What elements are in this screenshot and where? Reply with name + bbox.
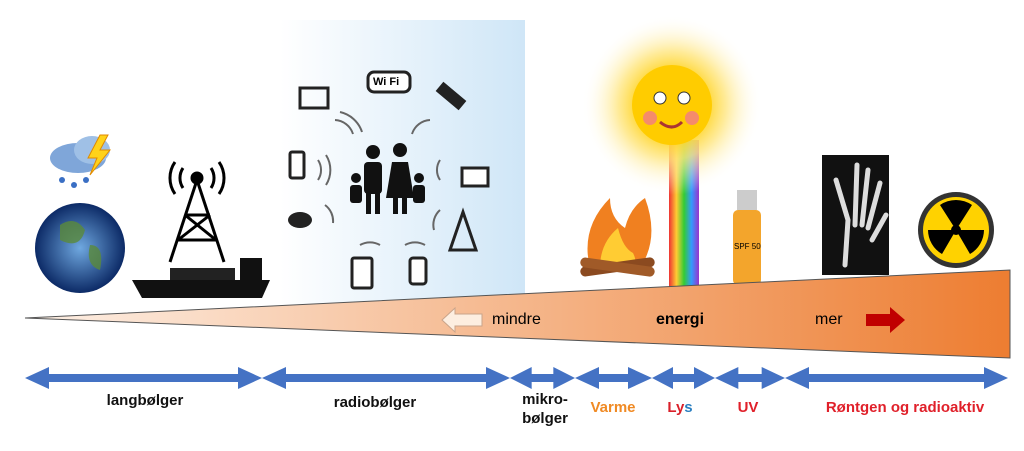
- less-label: mindre: [492, 311, 541, 328]
- antenna-icon: [447, 207, 479, 252]
- band-varme: Varme: [590, 399, 636, 416]
- mikro-line1: mikro-: [522, 391, 568, 408]
- ship-icon: [132, 258, 270, 298]
- band-arrow-4: [652, 367, 715, 389]
- band-arrow-3: [575, 367, 652, 389]
- handheld-icon: [350, 256, 374, 290]
- radio-icon: [460, 166, 490, 188]
- spf-text: SPF 50: [734, 242, 761, 251]
- earth-icon: [35, 203, 125, 293]
- band-lys: Lys: [660, 399, 700, 416]
- arrow-left-icon: [441, 306, 483, 334]
- band-radiobolger: radiobølger: [333, 394, 417, 411]
- band-arrow-0: [25, 367, 262, 389]
- sunscreen-icon: [733, 210, 761, 285]
- satellite-icon: [435, 81, 467, 111]
- band-uv: UV: [737, 399, 759, 416]
- band-rontgen: Røntgen og radioaktiv: [825, 399, 985, 416]
- band-arrow-2: [510, 367, 575, 389]
- wifi-icon: [366, 70, 412, 94]
- energy-wedge: [24, 269, 1011, 359]
- phone-icon: [288, 150, 306, 180]
- lys-part1: Ly: [667, 399, 685, 416]
- energy-label: energi: [656, 311, 705, 328]
- lys-part2: s: [684, 399, 693, 416]
- family-icon: [350, 143, 425, 214]
- more-label: mer: [815, 311, 843, 328]
- weather-cloud-icon: [50, 134, 112, 188]
- signal-waves: [317, 111, 441, 246]
- sun-face-icon: [632, 65, 712, 145]
- satellite-dish-icon: [288, 212, 312, 228]
- arrow-right-icon: [866, 307, 905, 333]
- band-arrows[interactable]: [25, 367, 1008, 389]
- wifi-text: Wi Fi: [373, 76, 400, 88]
- radiation-icon: [918, 192, 994, 268]
- mobile-icon: [408, 256, 428, 286]
- band-mikrobolger: mikro-bølger: [515, 390, 575, 428]
- campfire-icon: [580, 198, 655, 277]
- band-arrow-6: [785, 367, 1008, 389]
- tv-icon: [298, 86, 330, 110]
- band-langbolger: langbølger: [106, 392, 184, 409]
- band-arrow-1: [262, 367, 510, 389]
- radio-tower-icon: [168, 161, 226, 263]
- band-arrow-5: [715, 367, 785, 389]
- mikro-line2: bølger: [522, 410, 568, 427]
